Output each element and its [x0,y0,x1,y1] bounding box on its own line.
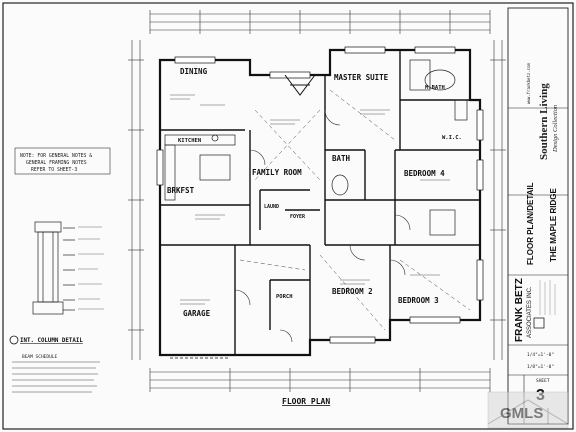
room-label-master-suite: MASTER SUITE [334,73,389,82]
watermark-text: GMLS [500,405,543,422]
column-detail: INT. COLUMN DETAIL [9,221,104,345]
top-dimension-lines [149,10,491,34]
room-label-kitchen: KITCHEN [178,138,201,144]
sheet-title: FLOOR PLAN/DETAIL [526,182,535,265]
scale-2: 1/8"=1'-0" [527,364,554,370]
note-line-3: REFER TO SHEET-3 [31,167,77,173]
watermark-logo: GMLS [487,391,569,429]
room-label-foyer: FOYER [290,214,306,220]
side-dimension-lines [128,40,506,360]
note-line-2: GENERAL FRAMING NOTES [26,160,87,166]
fireplace [284,74,316,96]
room-label-laund: LAUND [264,204,279,210]
windows [156,46,484,344]
annotation-marks [170,94,450,305]
room-label-garage: GARAGE [183,309,211,318]
kitchen-fixtures [164,134,236,201]
beam-schedule-title: BEAM SCHEDULE [22,354,58,360]
sheet-label: SHEET [536,378,550,384]
bath-fixtures [331,59,468,236]
plan-name: THE MAPLE RIDGE [549,188,558,262]
company-logo-icon [533,317,545,329]
room-label-m-bath: M.BATH [425,85,445,91]
column-detail-title: INT. COLUMN DETAIL [20,338,83,344]
room-label-dining: DINING [180,67,208,76]
beam-schedule: BEAM SCHEDULE [12,354,100,393]
scale-1: 1/4"=1'-0" [527,352,554,358]
room-label-brkfst: BRKFST [167,186,195,195]
brand-line-2: Design Collection [552,105,559,153]
note-line-1: NOTE: FOR GENERAL NOTES & [20,153,92,159]
plan-title: FLOOR PLAN [282,397,330,406]
company-line-1: FRANK BETZ [514,278,525,342]
room-label-wic: W.I.C. [442,135,462,141]
room-label-family-room: FAMILY ROOM [252,168,302,177]
room-label-bedroom-4: BEDROOM 4 [404,169,445,178]
title-block: www.frankbetz.com Southern Living Design… [507,7,569,425]
company-line-2: ASSOCIATES INC. [527,286,533,338]
room-label-bath: BATH [332,154,351,163]
website-text: www.frankbetz.com [526,62,531,104]
room-label-bedroom-2: BEDROOM 2 [332,287,373,296]
general-notes: NOTE: FOR GENERAL NOTES & GENERAL FRAMIN… [14,147,111,175]
room-label-bedroom-3: BEDROOM 3 [398,296,439,305]
bottom-dimension-lines [149,368,491,392]
room-label-porch: PORCH [276,294,293,300]
brand-line-1: Southern Living [538,83,550,160]
dashed-lines [239,89,471,331]
door-swings [234,109,411,343]
